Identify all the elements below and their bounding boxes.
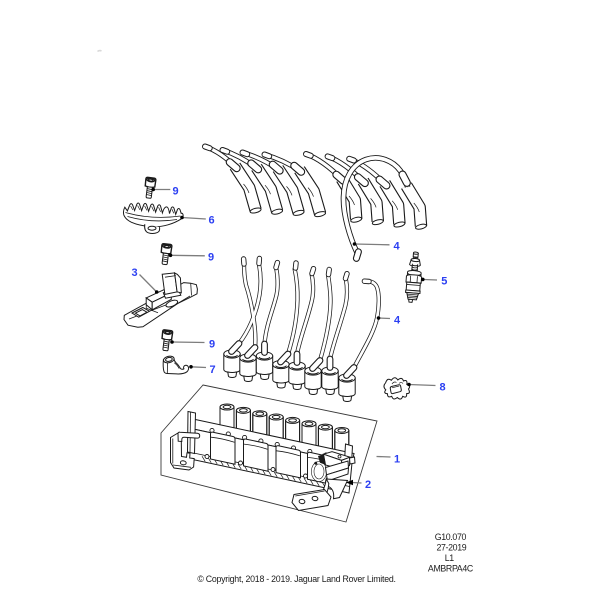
svg-text:27-2019: 27-2019 (436, 542, 466, 552)
svg-text:© Copyright, 2018 - 2019. Jagu: © Copyright, 2018 - 2019. Jaguar Land Ro… (197, 574, 395, 584)
svg-text:L1: L1 (445, 553, 455, 563)
svg-text:4: 4 (393, 241, 400, 253)
svg-text:8: 8 (439, 382, 445, 394)
svg-text:4: 4 (394, 315, 401, 327)
svg-text:1: 1 (394, 454, 400, 466)
svg-text:9: 9 (208, 252, 214, 264)
svg-text:AMBRPA4C: AMBRPA4C (428, 564, 474, 574)
svg-text:2: 2 (365, 479, 371, 491)
svg-text:6: 6 (208, 215, 214, 227)
svg-text:3: 3 (131, 267, 137, 279)
svg-text:9: 9 (209, 339, 215, 351)
svg-text:G10.070: G10.070 (435, 532, 467, 542)
svg-text:9: 9 (172, 186, 178, 198)
svg-text:5: 5 (441, 276, 447, 288)
svg-text:7: 7 (209, 364, 215, 376)
